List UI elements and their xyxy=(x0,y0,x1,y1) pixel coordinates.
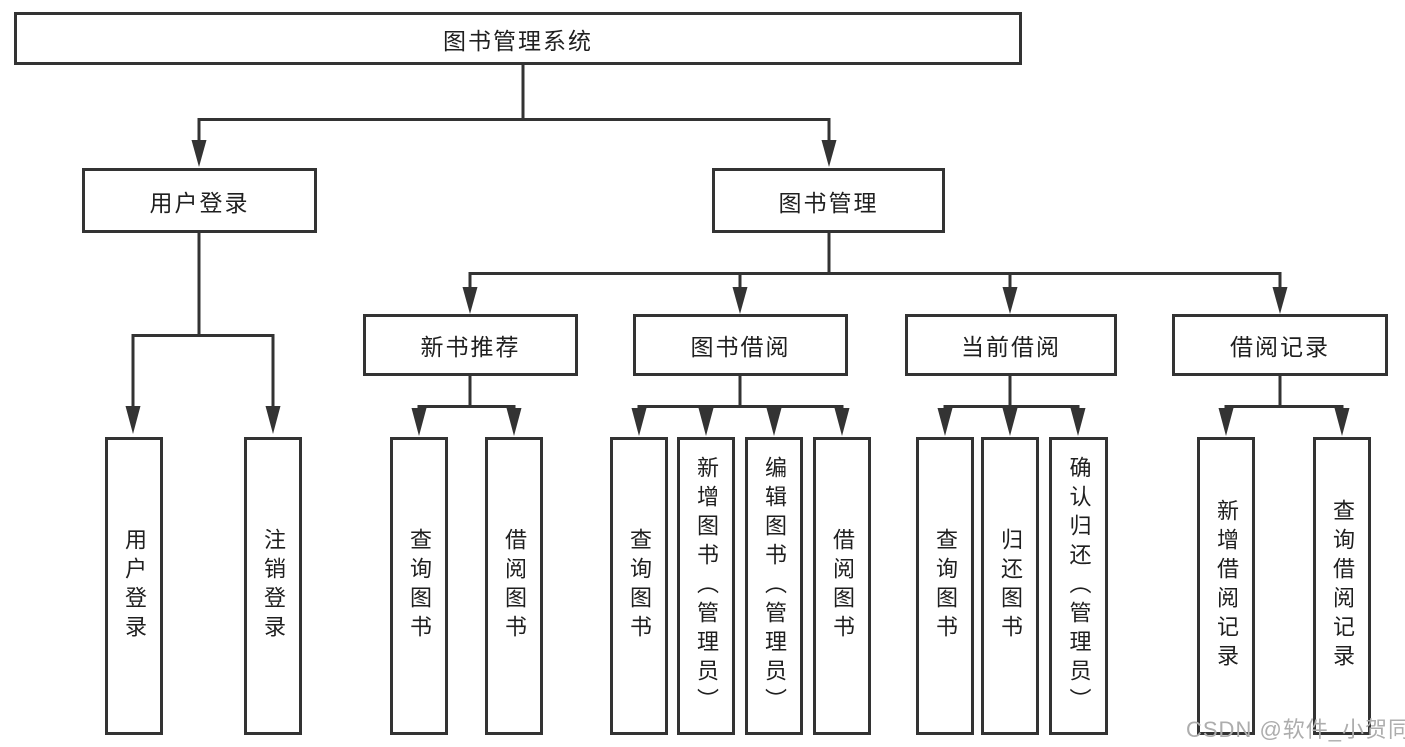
leaf-add-borrow-record-label: 新增借阅记录 xyxy=(1214,499,1239,673)
node-new-book-recommend-label: 新书推荐 xyxy=(420,334,521,360)
leaf-logout-label: 注销登录 xyxy=(261,528,286,644)
branch-book-management: 图书管理 xyxy=(712,168,945,233)
leaf-query-books-current-label: 查询图书 xyxy=(933,528,958,644)
csdn-watermark: CSDN @软件_小贺同学 xyxy=(1186,717,1405,742)
leaf-query-books-recommend-label: 查询图书 xyxy=(407,528,432,644)
node-borrowing-records: 借阅记录 xyxy=(1172,314,1388,376)
leaf-confirm-return-admin: 确认归还（管理员） xyxy=(1049,437,1108,735)
leaf-borrow-books-borrowing-label: 借阅图书 xyxy=(830,528,855,644)
leaf-query-books-borrowing-label: 查询图书 xyxy=(627,528,652,644)
node-book-borrowing-label: 图书借阅 xyxy=(690,334,791,360)
root-node: 图书管理系统 xyxy=(14,12,1022,65)
leaf-borrow-books-recommend: 借阅图书 xyxy=(485,437,543,735)
leaf-query-books-borrowing: 查询图书 xyxy=(610,437,668,735)
node-new-book-recommend: 新书推荐 xyxy=(363,314,578,376)
leaf-query-borrow-record: 查询借阅记录 xyxy=(1313,437,1371,735)
branch-user-login: 用户登录 xyxy=(82,168,317,233)
branch-book-management-label: 图书管理 xyxy=(778,189,879,216)
leaf-query-books-current: 查询图书 xyxy=(916,437,974,735)
leaf-confirm-return-admin-label: 确认归还（管理员） xyxy=(1066,455,1092,717)
node-book-borrowing: 图书借阅 xyxy=(633,314,848,376)
node-current-borrowing-label: 当前借阅 xyxy=(961,334,1061,360)
leaf-add-borrow-record: 新增借阅记录 xyxy=(1197,437,1255,735)
leaf-borrow-books-recommend-label: 借阅图书 xyxy=(502,528,527,644)
leaf-return-books-label: 归还图书 xyxy=(998,528,1023,644)
leaf-user-login: 用户登录 xyxy=(105,437,163,735)
leaf-edit-book-admin-label: 编辑图书（管理员） xyxy=(762,455,787,717)
node-current-borrowing: 当前借阅 xyxy=(905,314,1117,376)
leaf-return-books: 归还图书 xyxy=(981,437,1039,735)
leaf-logout: 注销登录 xyxy=(244,437,302,735)
leaf-query-books-recommend: 查询图书 xyxy=(390,437,448,735)
leaf-edit-book-admin: 编辑图书（管理员） xyxy=(745,437,803,735)
leaf-borrow-books-borrowing: 借阅图书 xyxy=(813,437,871,735)
branch-user-login-label: 用户登录 xyxy=(149,189,250,216)
leaf-query-borrow-record-label: 查询借阅记录 xyxy=(1330,499,1355,673)
node-borrowing-records-label: 借阅记录 xyxy=(1230,334,1330,360)
root-node-label: 图书管理系统 xyxy=(443,27,593,54)
leaf-user-login-label: 用户登录 xyxy=(122,528,147,644)
leaf-add-book-admin: 新增图书（管理员） xyxy=(677,437,735,735)
leaf-add-book-admin-label: 新增图书（管理员） xyxy=(694,455,719,717)
